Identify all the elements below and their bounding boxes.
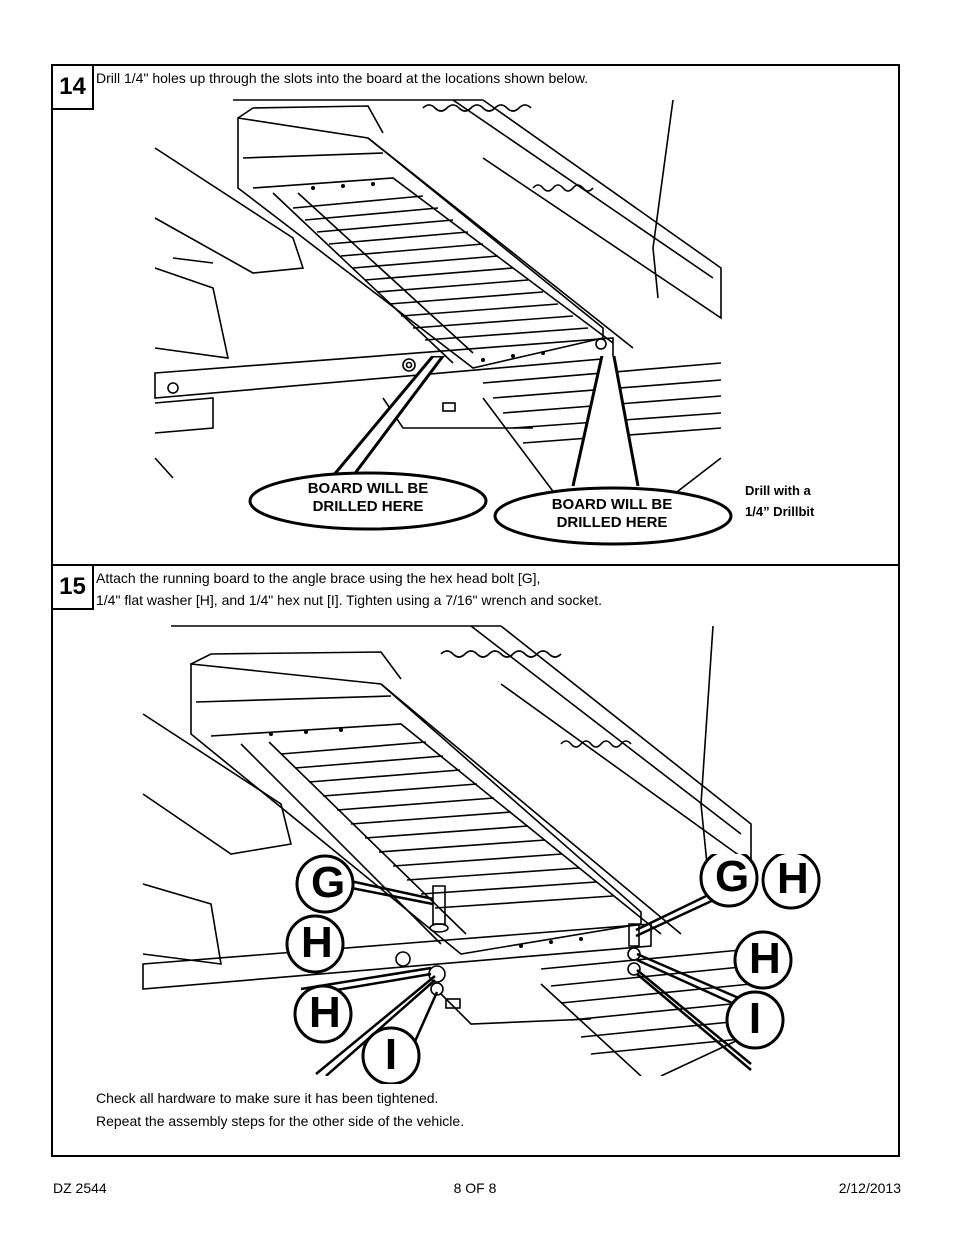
label-i-bottom: I bbox=[384, 1030, 398, 1079]
label-h-right: H bbox=[749, 934, 781, 983]
drill-note-line2: 1/4” Drillbit bbox=[745, 504, 815, 519]
step-15-instruction-line1: Attach the running board to the angle br… bbox=[96, 570, 541, 586]
note-line2: Repeat the assembly steps for the other … bbox=[96, 1113, 465, 1129]
step-15-letter-callouts bbox=[285, 854, 821, 1084]
step-15-panel: 15 Attach the running board to the angle… bbox=[51, 564, 900, 1157]
label-i-right: I bbox=[748, 994, 762, 1043]
step-14-panel: 14 Drill 1/4" holes up through the slots… bbox=[51, 64, 900, 566]
drill-note-line1: Drill with a bbox=[745, 483, 811, 498]
label-g-right: G bbox=[715, 852, 750, 901]
step-15-note: Check all hardware to make sure it has b… bbox=[96, 1087, 464, 1133]
label-h-left: H bbox=[301, 918, 333, 967]
footer-page-number: 8 OF 8 bbox=[453, 1180, 497, 1196]
step-15-instruction: Attach the running board to the angle br… bbox=[96, 567, 602, 611]
callout-right-line1: BOARD WILL BE bbox=[551, 496, 673, 513]
label-h-right-top: H bbox=[777, 854, 809, 903]
label-h-bottom: H bbox=[309, 988, 341, 1037]
drill-note: Drill with a 1/4” Drillbit bbox=[745, 480, 814, 522]
footer-date: 2/12/2013 bbox=[838, 1180, 901, 1196]
step-15-illustration bbox=[142, 625, 752, 1076]
step-15-number: 15 bbox=[51, 564, 94, 610]
step-14-callouts bbox=[248, 356, 733, 546]
step-14-instruction: Drill 1/4" holes up through the slots in… bbox=[96, 70, 589, 86]
footer-doc-id: DZ 2544 bbox=[53, 1180, 107, 1196]
callout-left-line2: DRILLED HERE bbox=[312, 498, 424, 515]
label-g-left: G bbox=[311, 858, 346, 907]
step-15-instruction-line2: 1/4" flat washer [H], and 1/4" hex nut [… bbox=[96, 592, 602, 608]
callout-left-line1: BOARD WILL BE bbox=[307, 480, 429, 497]
callout-right: BOARD WILL BE DRILLED HERE bbox=[497, 496, 727, 532]
callout-left: BOARD WILL BE DRILLED HERE bbox=[253, 480, 483, 516]
callout-right-line2: DRILLED HERE bbox=[556, 514, 668, 531]
step-14-number: 14 bbox=[51, 64, 94, 110]
note-line1: Check all hardware to make sure it has b… bbox=[96, 1090, 439, 1106]
